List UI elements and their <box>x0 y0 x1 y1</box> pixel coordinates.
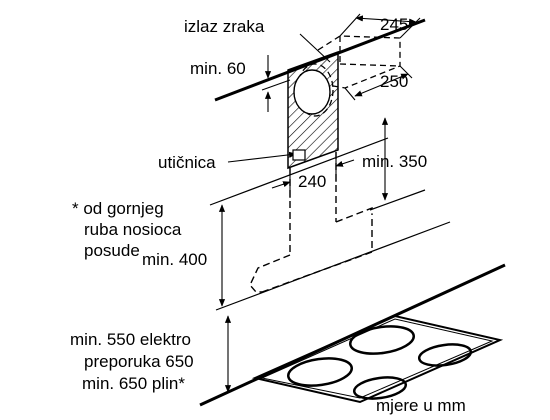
note-line-3: posude <box>84 241 140 260</box>
bottom-line-2: preporuka 650 <box>84 352 194 371</box>
cooktop-burners <box>287 325 473 400</box>
socket-icon <box>292 149 306 161</box>
note-line-2: ruba nosioca <box>84 220 182 239</box>
wall-lines <box>209 137 451 311</box>
label-dim-240: 240 <box>298 172 326 191</box>
worktop <box>199 263 506 407</box>
note-line-1: * od gornjeg <box>72 199 164 218</box>
label-min-350: min. 350 <box>362 152 427 171</box>
hood-chimney <box>287 50 339 170</box>
bottom-line-3: min. 650 plin* <box>82 374 185 393</box>
bottom-line-1: min. 550 elektro <box>70 330 191 349</box>
label-min-400: min. 400 <box>142 250 207 269</box>
label-dim-250: 250 <box>380 72 408 91</box>
dimension-lines <box>218 13 421 393</box>
label-min-60: min. 60 <box>190 59 246 78</box>
label-units: mjere u mm <box>376 396 466 415</box>
label-dim-245: 245 <box>380 15 408 34</box>
label-socket: utičnica <box>158 153 216 172</box>
label-air-outlet: izlaz zraka <box>184 17 265 36</box>
